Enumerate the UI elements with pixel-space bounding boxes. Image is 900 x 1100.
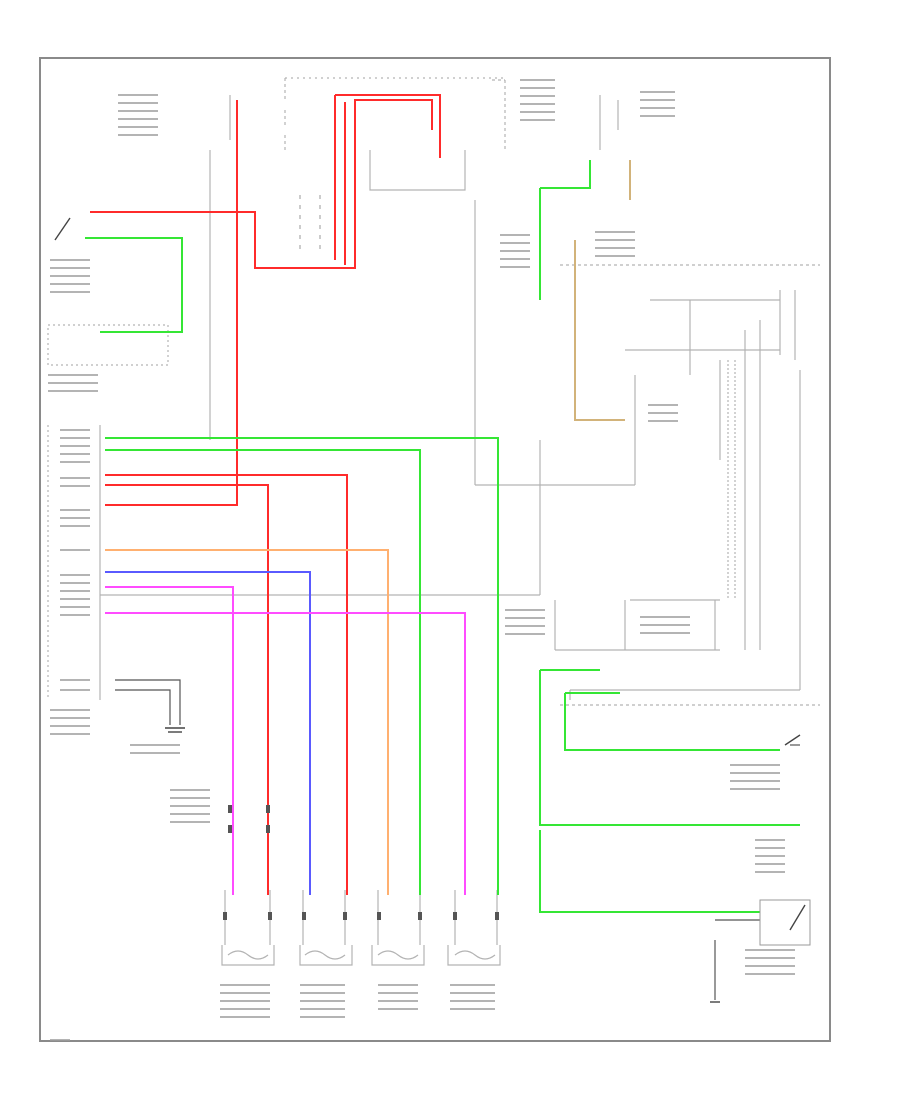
connector-markers xyxy=(223,805,499,920)
orange-wires xyxy=(105,549,389,895)
gray-wires xyxy=(47,77,820,1000)
tan-wires xyxy=(574,160,631,421)
green-wires xyxy=(85,160,800,913)
red-wires xyxy=(90,94,441,895)
diagram-frame xyxy=(39,57,831,1042)
switch-symbols xyxy=(54,217,811,946)
illegible-label-blocks xyxy=(48,79,795,1041)
pink-wires xyxy=(105,586,466,895)
blue-wires xyxy=(105,571,311,895)
ground-symbols xyxy=(165,727,720,1003)
colored-wires xyxy=(85,94,800,913)
